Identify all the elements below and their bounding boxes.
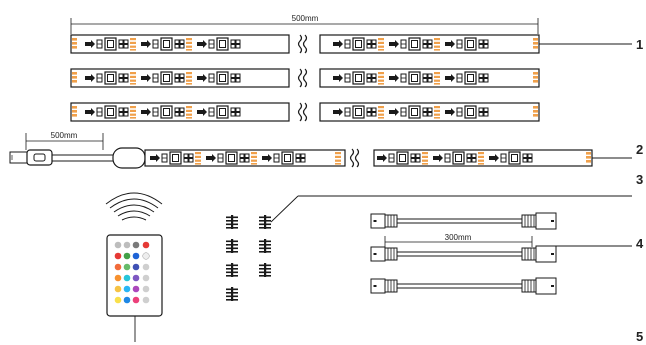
ir-remote-icon — [106, 234, 163, 317]
extension-dimension: 300mm — [384, 233, 533, 247]
strip-connector-icon — [259, 263, 271, 277]
strip-dimension: 500mm — [70, 14, 539, 34]
strip-connector-group — [226, 215, 271, 301]
cable-length-label: 500mm — [51, 131, 78, 140]
callout-3: 3 — [636, 172, 643, 187]
usb-plug-icon — [9, 149, 53, 166]
strip-length-label: 500mm — [292, 14, 319, 23]
controller-box — [112, 147, 146, 169]
extension-cable-icon — [370, 245, 557, 263]
callout-3-leader — [270, 195, 299, 223]
callout-2: 2 — [636, 142, 643, 157]
strip-connector-icon — [259, 215, 271, 229]
usb-led-strip — [144, 148, 593, 168]
strip-connector-icon — [226, 263, 238, 277]
strip-connector-icon — [226, 287, 238, 301]
extension-cable-icon — [370, 277, 557, 295]
callout-1: 1 — [636, 37, 643, 52]
strip-connector-icon — [259, 239, 271, 253]
led-strip-row-3 — [70, 102, 540, 122]
led-strip-row-2 — [70, 68, 540, 88]
usb-cable — [52, 154, 114, 162]
strip-connector-icon — [226, 215, 238, 229]
extension-cable-icon — [370, 212, 557, 230]
cable-dimension: 500mm — [25, 131, 104, 150]
extension-length-label: 300mm — [445, 233, 472, 242]
led-strip-row-1 — [70, 34, 540, 54]
callout-5: 5 — [636, 329, 643, 344]
strip-connector-icon — [226, 239, 238, 253]
callout-4: 4 — [636, 236, 644, 251]
ir-signal-icon — [105, 192, 163, 221]
